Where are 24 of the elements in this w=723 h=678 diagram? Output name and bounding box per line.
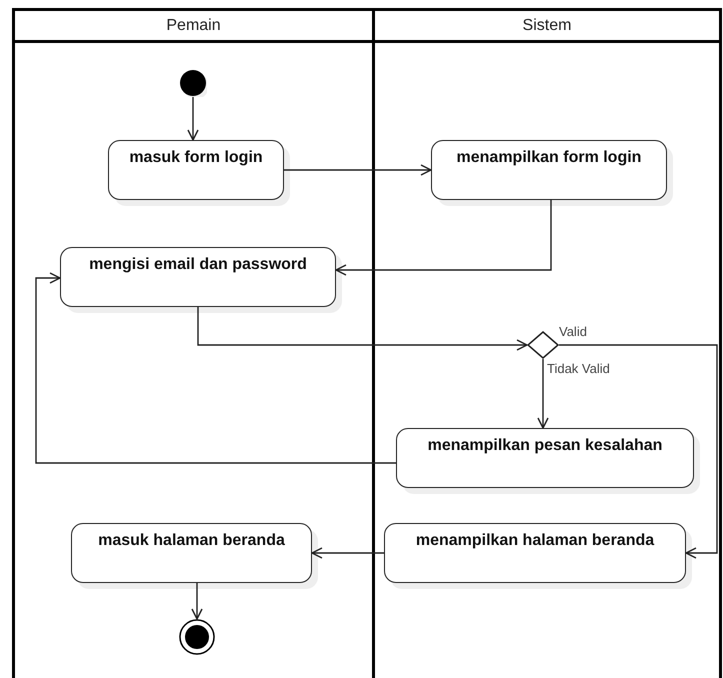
arrow [284, 164, 432, 176]
lane-title: Pemain [166, 16, 221, 34]
arrow [311, 547, 384, 559]
arrow [35, 272, 396, 464]
start-node [179, 69, 207, 97]
decision-diamond [527, 331, 559, 359]
action-label: menampilkan halaman beranda [416, 532, 654, 551]
action-label: menampilkan pesan kesalahan [428, 437, 662, 456]
end-node [179, 619, 215, 655]
action-label: mengisi email dan password [89, 256, 307, 275]
edge-label: Valid [559, 325, 587, 338]
action-label: masuk form login [129, 149, 263, 168]
arrow [537, 359, 549, 429]
action-label: menampilkan form login [456, 149, 642, 168]
action-label: masuk halaman beranda [98, 532, 285, 551]
arrow [191, 583, 203, 620]
swimlane [372, 8, 722, 678]
edge-label: Tidak Valid [547, 362, 610, 375]
arrow [335, 200, 552, 276]
swimlane [12, 8, 372, 678]
arrow [559, 344, 718, 559]
arrow [197, 307, 528, 351]
lane-title: Sistem [522, 16, 572, 34]
arrow [187, 97, 199, 141]
